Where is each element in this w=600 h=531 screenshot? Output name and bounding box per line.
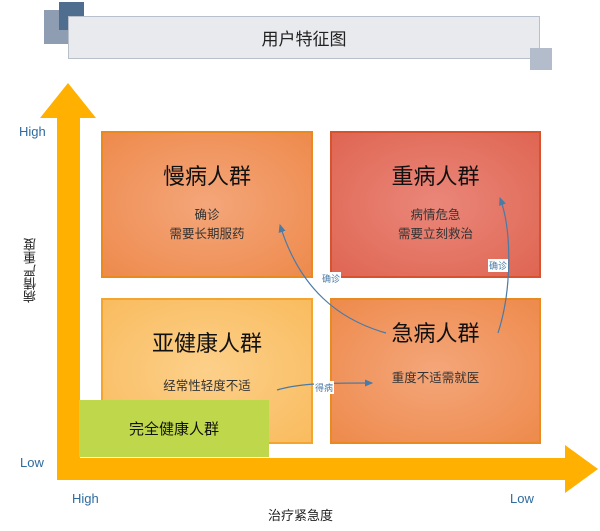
y-axis-title: 病情严重度 bbox=[24, 238, 39, 303]
quadrant-desc: 重度不适需就医 bbox=[391, 370, 480, 385]
arrow-acute-to-chronic bbox=[278, 223, 387, 334]
quadrant-chronic: 慢病人群 确诊 需要长期服药 bbox=[101, 131, 313, 278]
quadrant-desc: 经常性轻度不适 bbox=[163, 378, 251, 393]
x-axis-title: 治疗紧急度 bbox=[268, 509, 334, 524]
quadrant-title: 慢病人群 bbox=[162, 165, 251, 190]
quadrant-desc: 确诊 bbox=[194, 207, 220, 222]
quadrant-title: 亚健康人群 bbox=[151, 332, 262, 357]
y-axis-arrow bbox=[40, 83, 96, 480]
decor-square bbox=[530, 48, 552, 70]
title-bar: 用户特征图 bbox=[68, 16, 540, 59]
x-axis-arrow bbox=[57, 445, 598, 493]
x-high-label: High bbox=[72, 491, 99, 506]
quadrant-acute: 急病人群 重度不适需就医 bbox=[330, 298, 541, 444]
quadrant-desc: 需要立刻救治 bbox=[397, 226, 473, 241]
quadrant-healthy: 完全健康人群 bbox=[79, 400, 269, 457]
transition-label: 得病 bbox=[314, 381, 335, 394]
page-title: 用户特征图 bbox=[261, 30, 347, 50]
quadrant-desc: 病情危急 bbox=[410, 207, 461, 222]
quadrant-desc: 需要长期服药 bbox=[169, 226, 245, 241]
quadrant-title: 急病人群 bbox=[391, 322, 480, 347]
quadrant-title: 完全健康人群 bbox=[128, 420, 219, 438]
x-low-label: Low bbox=[510, 491, 534, 506]
arrow-acute-to-severe bbox=[497, 196, 510, 334]
transition-label: 确诊 bbox=[488, 259, 509, 272]
quadrant-title: 重病人群 bbox=[391, 165, 480, 190]
y-high-label: High bbox=[19, 124, 46, 139]
transition-label: 确诊 bbox=[321, 272, 342, 285]
y-low-label: Low bbox=[20, 455, 44, 470]
